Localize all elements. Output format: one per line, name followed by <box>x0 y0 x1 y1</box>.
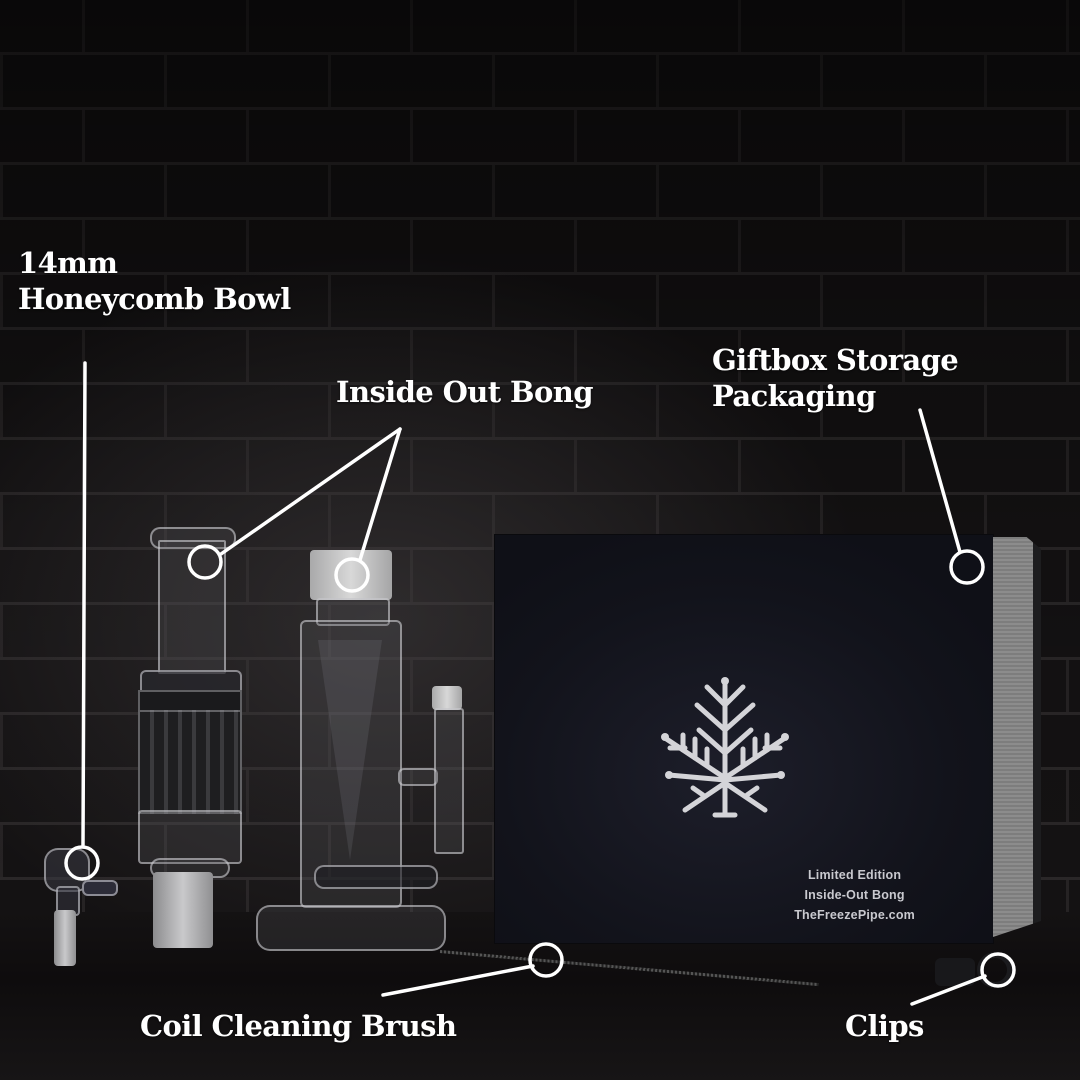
label-coil-cleaning-brush: Coil Cleaning Brush <box>140 1009 457 1043</box>
label-giftbox-line1: Giftbox Storage <box>712 343 959 377</box>
label-inside-out-bong: Inside Out Bong <box>336 375 593 409</box>
snowflake-leaf-icon <box>661 677 789 818</box>
box-line-website: TheFreezePipe.com <box>794 908 915 922</box>
label-giftbox-line2: Packaging <box>712 379 876 413</box>
label-bowl-name: Honeycomb Bowl <box>18 282 291 316</box>
label-clips: Clips <box>845 1009 924 1043</box>
label-giftbox: Giftbox Storage Packaging <box>712 342 959 414</box>
box-print-text: Limited Edition Inside-Out Bong TheFreez… <box>794 865 915 925</box>
label-honeycomb-bowl: 14mm Honeycomb Bowl <box>18 245 291 317</box>
box-line-product: Inside-Out Bong <box>804 888 905 902</box>
label-bowl-size: 14mm <box>18 246 118 280</box>
gift-box-side <box>993 537 1041 937</box>
gift-box: Limited Edition Inside-Out Bong TheFreez… <box>495 535 993 943</box>
box-line-edition: Limited Edition <box>807 868 902 882</box>
